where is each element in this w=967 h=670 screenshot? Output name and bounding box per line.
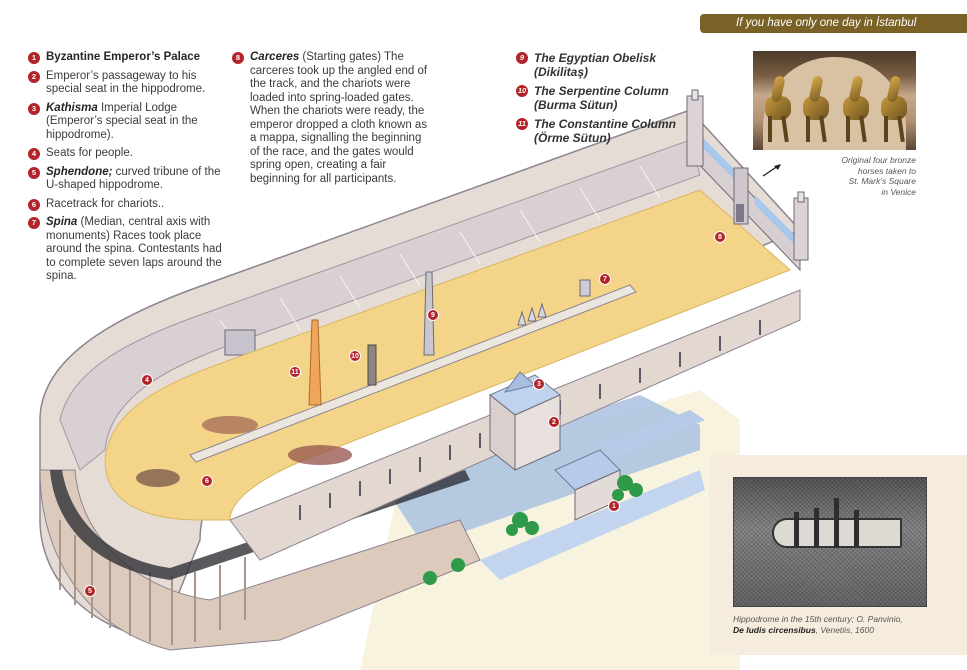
legend-term: Carceres [250,51,300,63]
marker-4: 4 [141,374,153,386]
caption-line: Hippodrome in the 15th century; O. Panvi… [733,614,903,624]
legend-column-2: 8 Carceres (Starting gates) The carceres… [232,51,432,191]
legend-item-3: 3 Kathisma Imperial Lodge (Emperor’s spe… [28,102,228,143]
horse-figure [763,72,791,144]
legend-text: (Median, central axis with monuments) Ra… [46,216,222,282]
legend-item-2: 2 Emperor’s passageway to his special se… [28,70,228,97]
marker-badge: 5 [28,166,40,179]
horses-caption: Original four bronze horses taken to St.… [820,155,916,197]
legend-item-10: 10 The Serpentine Column (Burma Sütun) [516,84,696,112]
marker-6: 6 [201,475,213,487]
legend-text: Emperor’s passageway to his special seat… [46,69,206,96]
marker-badge: 8 [232,52,244,64]
legend-term: Sphendone; [46,165,113,178]
legend-text: Imperial Lodge (Emperor’s special seat i… [46,101,198,141]
caption-line: St. Mark’s Square [848,176,916,186]
engraving-image [733,477,927,607]
horse-figure [801,72,829,144]
legend-column-3: 9 The Egyptian Obelisk (Dikilitaş) 10 Th… [516,51,696,150]
marker-3: 3 [533,378,545,390]
caption-line: Original four bronze [841,155,916,165]
marker-badge: 3 [28,102,40,115]
marker-badge: 11 [516,118,528,130]
marker-badge: 9 [516,52,528,64]
legend-text: Seats for people. [46,147,133,159]
caption-line: De ludis circensibus, Venetiis, 1600 [733,625,953,636]
book-title: De ludis circensibus [733,625,816,635]
legend-text: The Serpentine Column (Burma Sütun) [534,84,669,112]
marker-9: 9 [427,309,439,321]
caption-line: horses taken to [857,165,916,176]
marker-badge: 1 [28,52,40,64]
horse-figure [841,72,869,144]
marker-5: 5 [84,585,96,597]
marker-badge: 4 [28,148,40,160]
legend-term: Kathisma [46,101,98,114]
legend-text: The Constantine Column (Örme Sütun) [534,117,676,145]
bronze-horses-photo [753,51,916,150]
marker-badge: 2 [28,70,40,83]
legend-text: Racetrack for chariots.. [46,197,165,210]
marker-11: 11 [289,366,301,378]
legend-term: Byzantine Emperor’s Palace [46,51,201,63]
legend-item-9: 9 The Egyptian Obelisk (Dikilitaş) [516,51,696,79]
marker-10: 10 [349,350,361,362]
marker-8: 8 [714,231,726,243]
legend-item-5: 5 Sphendone; curved tribune of the U-sha… [28,166,228,193]
legend-item-1: 1 Byzantine Emperor’s Palace [28,51,228,65]
marker-badge: 10 [516,85,528,97]
legend-item-7: 7 Spina (Median, central axis with monum… [28,216,228,284]
legend-item-6: 6 Racetrack for chariots.. [28,198,228,212]
legend-item-11: 11 The Constantine Column (Örme Sütun) [516,117,696,145]
caption-line: in Venice [881,186,916,197]
marker-1: 1 [608,500,620,512]
legend-text: (Starting gates) The carceres took up th… [250,51,428,185]
section-banner: If you have only one day in İstanbul [700,14,967,33]
legend-column-1: 1 Byzantine Emperor’s Palace 2 Emperor’s… [28,51,228,289]
legend-term: Spina [46,216,78,228]
marker-badge: 6 [28,198,40,211]
arrow-icon [762,164,781,177]
inset-caption: Hippodrome in the 15th century; O. Panvi… [733,614,953,636]
legend-text: The Egyptian Obelisk (Dikilitaş) [534,51,657,79]
horse-figure [879,72,907,144]
marker-badge: 7 [28,217,40,229]
marker-2: 2 [548,416,560,428]
marker-7: 7 [599,273,611,285]
legend-item-4: 4 Seats for people. [28,147,228,161]
legend-item-8: 8 Carceres (Starting gates) The carceres… [232,51,432,186]
legend-text: curved tribune of the U-shaped hippodrom… [46,165,221,192]
caption-rest: , Venetiis, 1600 [815,625,874,635]
